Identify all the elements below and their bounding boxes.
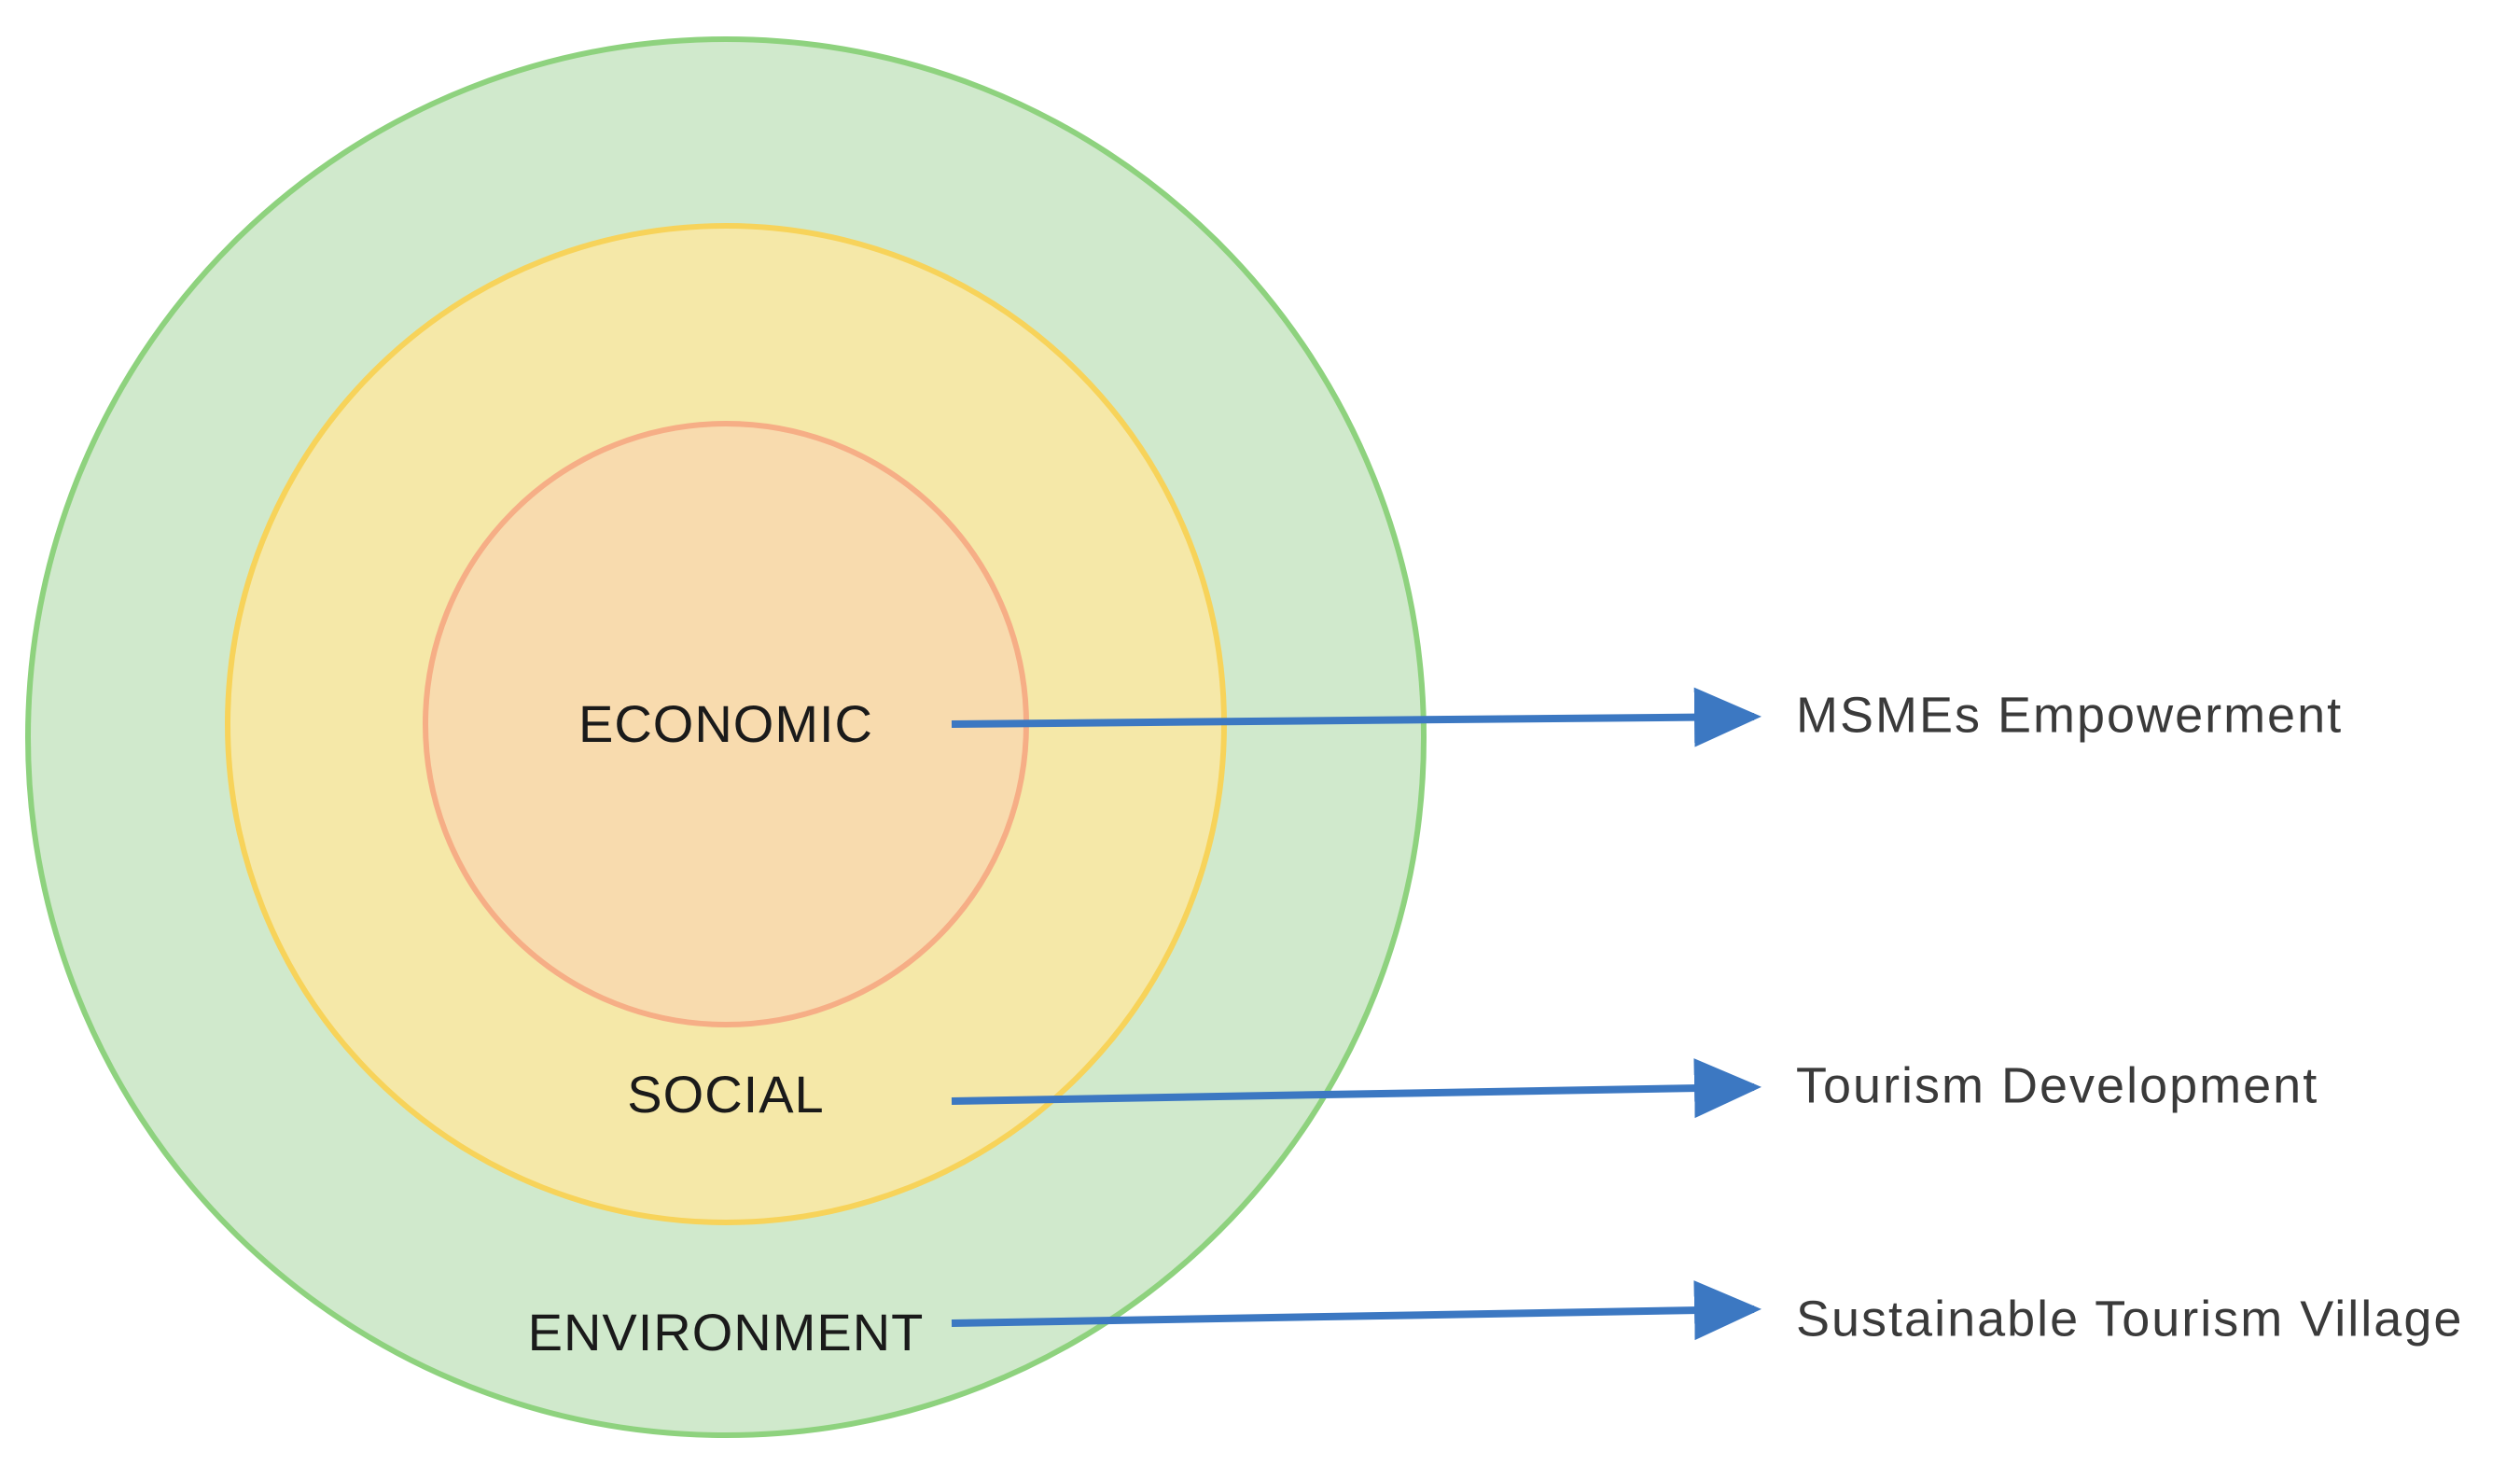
economic-arrow xyxy=(951,687,1761,747)
msmes-empowerment-label: MSMEs Empowerment xyxy=(1796,687,2343,743)
social-label: SOCIAL xyxy=(627,1065,824,1124)
sustainable-tourism-village-label: Sustainable Tourism Village xyxy=(1796,1291,2463,1347)
tourism-development-label: Tourism Development xyxy=(1796,1057,2318,1113)
environment-label: ENVIRONMENT xyxy=(528,1303,925,1361)
social-arrow xyxy=(951,1058,1761,1119)
economic-label: ECONOMIC xyxy=(578,694,873,753)
environment-arrow xyxy=(951,1280,1761,1341)
